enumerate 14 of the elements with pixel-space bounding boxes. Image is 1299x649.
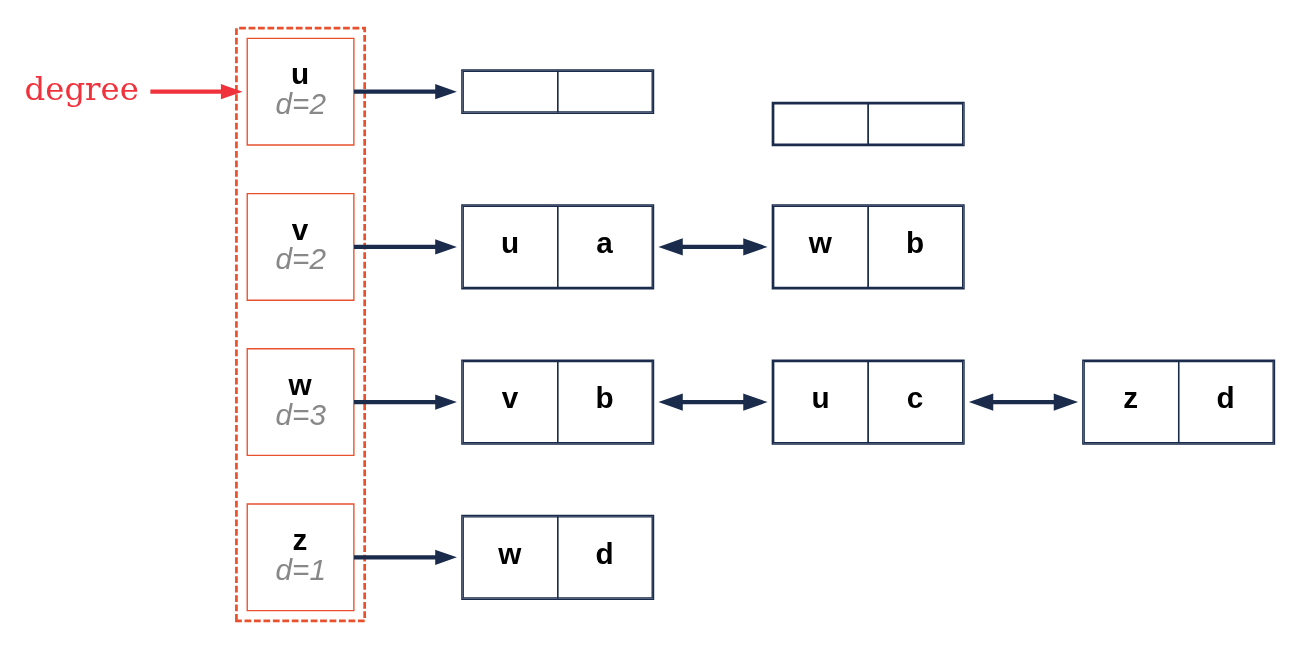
- node-text: degree: [24, 70, 139, 109]
- node-box: v d=2: [246, 192, 355, 301]
- node-box: w d=3: [246, 348, 355, 457]
- node-box: u d=2: [246, 37, 355, 146]
- cluster: [235, 26, 367, 623]
- arrow: [354, 239, 457, 255]
- arrow: [658, 393, 768, 411]
- arrow: [354, 394, 457, 410]
- arrow: [150, 84, 243, 100]
- arrow: [354, 549, 457, 565]
- arrow: [354, 84, 457, 100]
- arrow: [658, 238, 768, 256]
- node-box: z d=1: [246, 503, 355, 612]
- arrow: [968, 393, 1079, 411]
